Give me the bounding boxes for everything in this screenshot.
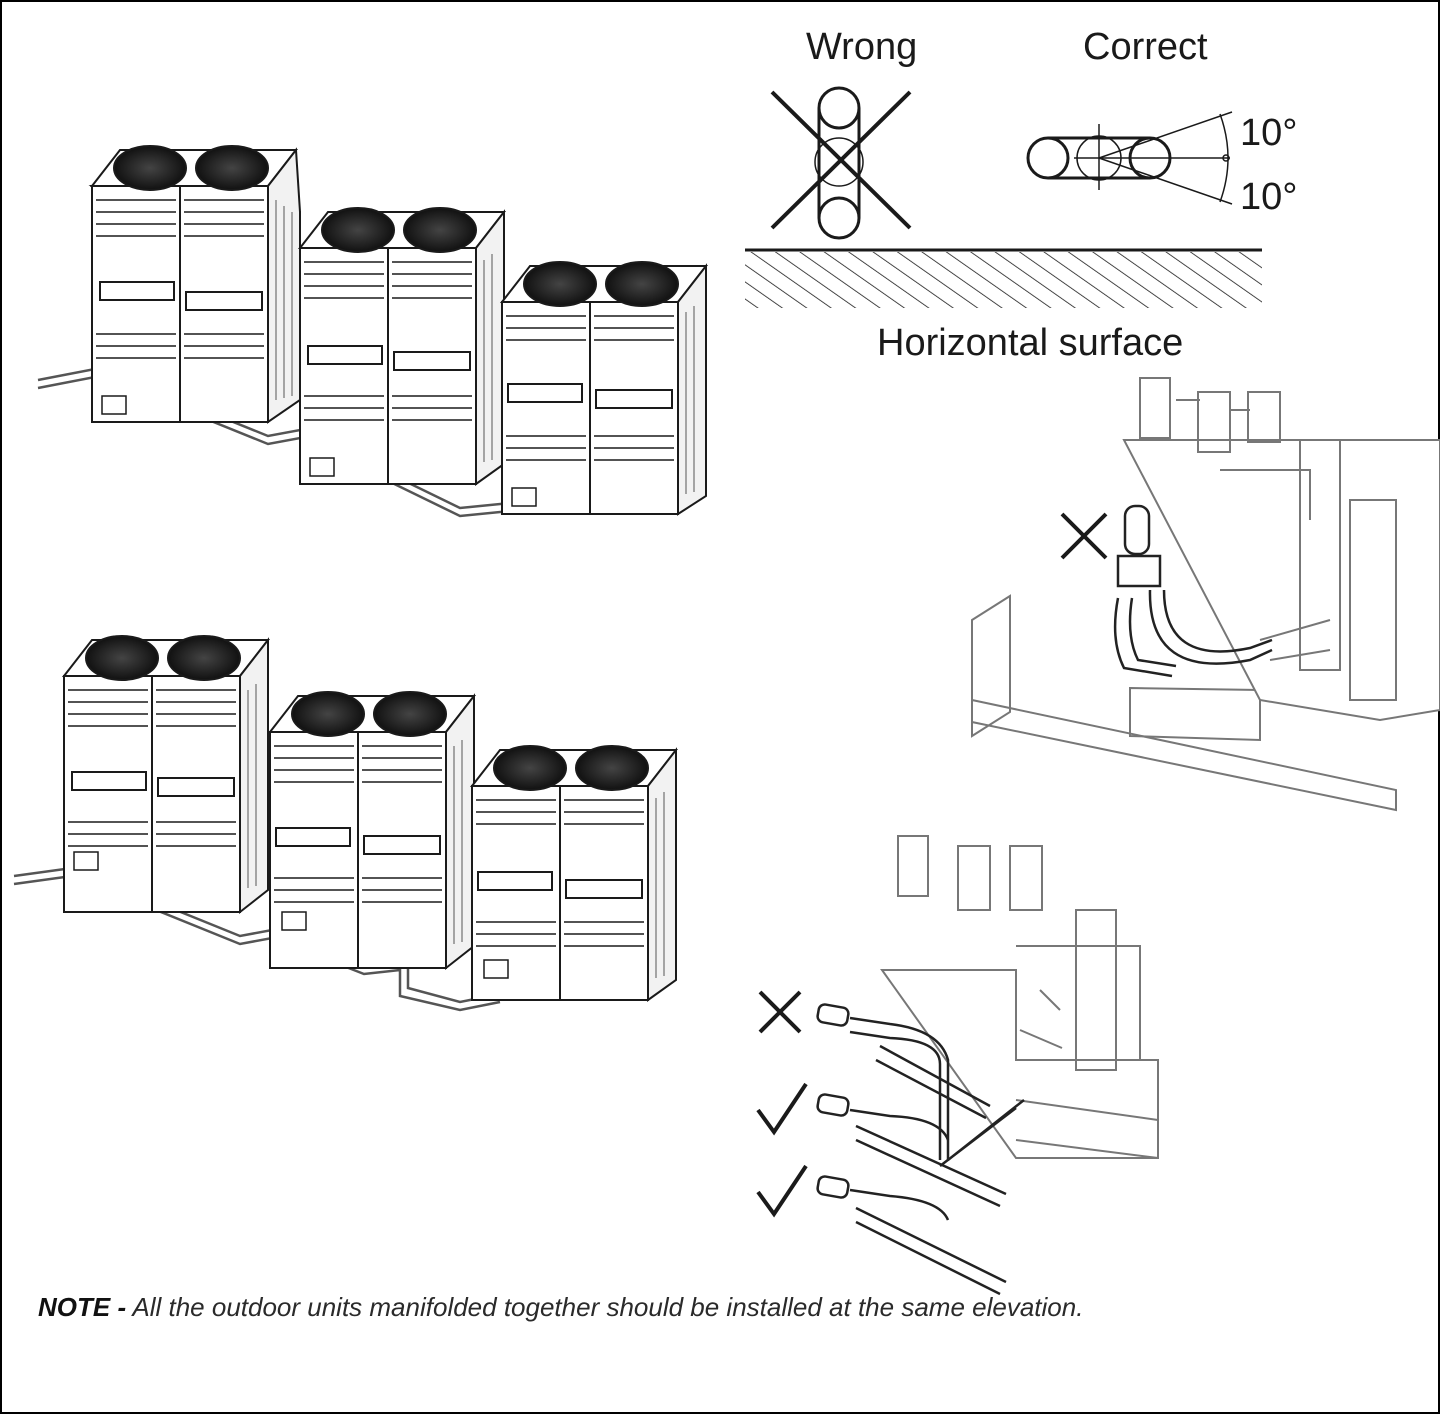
correct-check-icon (756, 1082, 808, 1136)
note-prefix: NOTE - (38, 1292, 127, 1322)
angle-lower-label: 10° (1240, 176, 1298, 218)
note-text: All the outdoor units manifolded togethe… (126, 1292, 1084, 1322)
installation-note: NOTE - All the outdoor units manifolded … (38, 1292, 1083, 1323)
outdoor-unit-6 (469, 745, 679, 1002)
horizontal-surface-ground (745, 248, 1262, 308)
wrong-orientation-figure (770, 86, 912, 240)
branch-pipes (816, 1003, 1025, 1296)
outdoor-unit-1 (88, 145, 301, 424)
wrong-label: Wrong (806, 26, 918, 68)
horizontal-surface-label: Horizontal surface (877, 322, 1184, 364)
correct-label: Correct (1083, 26, 1208, 68)
branch-orientation-detail (880, 835, 1159, 1159)
wrong-x-icon (1060, 512, 1108, 560)
outdoor-units-upper-row (37, 145, 709, 518)
angle-upper-label: 10° (1240, 112, 1298, 154)
outdoor-units-lower-row (13, 635, 679, 1012)
wrong-x-icon (758, 990, 802, 1034)
wrong-vertical-branch-detail (971, 377, 1440, 812)
outdoor-unit-3 (499, 261, 709, 516)
correct-check-icon (756, 1164, 808, 1218)
outdoor-unit-4 (61, 635, 271, 915)
outdoor-unit-5 (267, 691, 477, 971)
outdoor-unit-2 (297, 207, 507, 486)
correct-orientation-figure (1026, 111, 1233, 205)
